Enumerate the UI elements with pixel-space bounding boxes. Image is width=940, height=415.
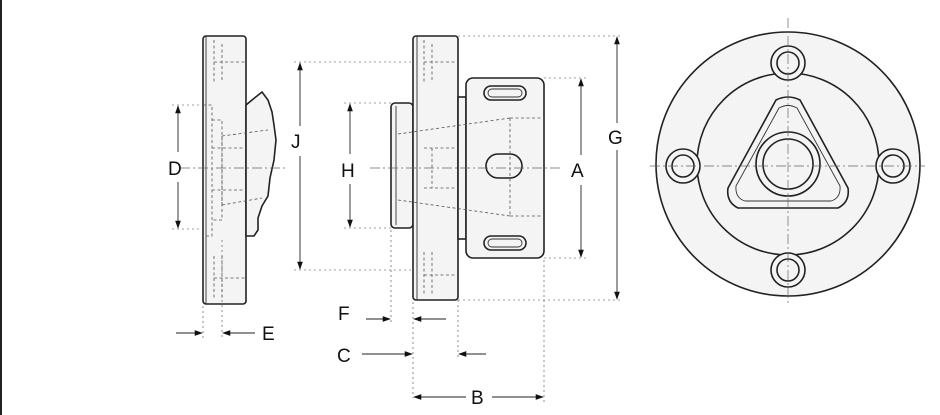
left-section-view: [180, 35, 285, 305]
end-view-triangular-hub-inner: [735, 105, 841, 202]
dimension-h: H: [341, 102, 391, 229]
middle-slot-bottom-inner: [487, 238, 523, 248]
dimension-c: C: [337, 300, 486, 367]
middle-slot-bottom: [483, 235, 527, 251]
dimension-j: J: [291, 61, 413, 271]
dim-h-label: H: [341, 161, 355, 182]
dim-a-label: A: [571, 161, 584, 182]
middle-hidden-taper-bore: [397, 117, 544, 217]
middle-hidden-bolt-top: [423, 40, 458, 82]
right-end-view: [650, 18, 925, 305]
left-hidden-taper: [221, 129, 269, 206]
middle-hidden-bolt-mid: [424, 147, 458, 189]
left-broken-hub: [245, 90, 277, 237]
dim-j-label: J: [291, 132, 301, 153]
dimension-e: E: [176, 240, 275, 345]
dim-f-label: F: [338, 304, 350, 325]
dim-g-label: G: [608, 128, 623, 149]
dim-d-label: D: [168, 159, 182, 180]
middle-slot-top: [483, 85, 527, 101]
middle-spigot: [390, 102, 414, 229]
middle-hidden-bolt-bottom: [423, 252, 458, 296]
dimension-a: A: [544, 77, 586, 259]
dimension-f: F: [338, 230, 446, 398]
left-hidden-bolt-top: [213, 40, 246, 82]
dim-b-label: B: [471, 388, 484, 409]
middle-side-view: [370, 35, 560, 301]
left-flange-plate: [202, 35, 247, 305]
left-hidden-bolt-mid: [212, 147, 246, 191]
dim-e-label: E: [262, 324, 275, 345]
dim-c-label: C: [337, 346, 351, 367]
middle-slot-top-inner: [487, 88, 523, 98]
middle-slot-mid: [485, 153, 523, 179]
dimension-d: D: [168, 104, 203, 230]
dimension-b: B: [413, 260, 545, 409]
left-hidden-bore: [203, 104, 223, 237]
dimension-g: G: [458, 35, 623, 301]
